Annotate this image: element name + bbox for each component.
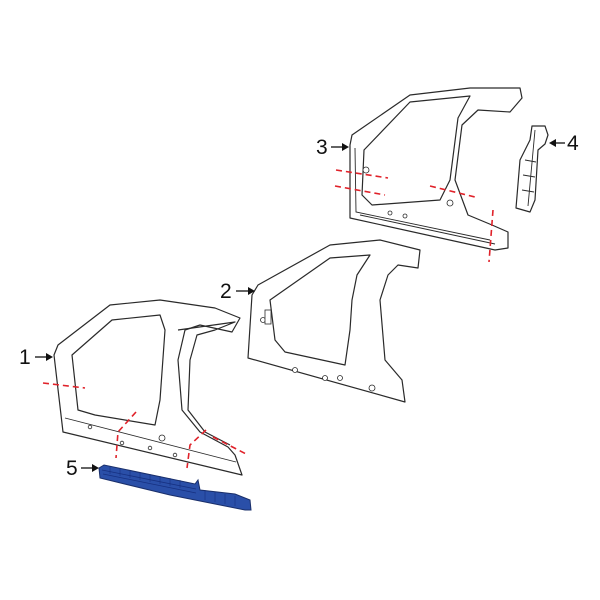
callout-1: 1 xyxy=(19,346,31,369)
part-2-body-side-panel[interactable] xyxy=(247,239,421,403)
part-4-pillar-reinforcement[interactable] xyxy=(515,125,549,213)
callout-4: 4 xyxy=(567,132,579,155)
part-3-body-side-panel[interactable] xyxy=(334,87,523,263)
leader-arrows xyxy=(35,139,565,472)
part-5-rocker-reinforcement[interactable] xyxy=(98,464,252,511)
callout-3: 3 xyxy=(316,136,328,159)
callout-2: 2 xyxy=(220,280,232,303)
callout-5: 5 xyxy=(66,457,78,480)
part-1-body-side-panel[interactable] xyxy=(42,299,249,476)
